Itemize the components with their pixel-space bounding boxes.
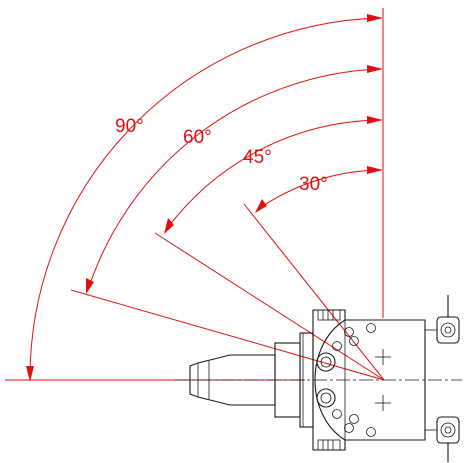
arc-90 [29, 17, 381, 379]
arc-60-arrow-top [367, 65, 383, 73]
arc-45 [165, 119, 381, 231]
arc-90-arrow-top [367, 14, 383, 22]
bolt-lower [316, 388, 336, 408]
label-30: 30° [299, 174, 328, 195]
radial-line-60 [70, 289, 385, 381]
radial-line-45 [154, 232, 385, 381]
label-90: 90° [115, 116, 144, 137]
radial-line-30 [243, 203, 385, 381]
label-45: 45° [243, 147, 272, 168]
arc-30 [256, 169, 381, 211]
arc-45-arrow-top [367, 116, 383, 124]
tool-holder [175, 295, 462, 462]
clamp-top [436, 316, 460, 344]
bolt-upper [316, 352, 336, 372]
label-60: 60° [183, 127, 212, 148]
arc-30-arrow-top [367, 166, 383, 174]
arc-60 [87, 68, 381, 291]
clamp-bottom [436, 416, 460, 444]
arc-90-arrow-bottom [26, 366, 34, 382]
arc-60-arrow-bottom [86, 278, 94, 294]
arc-45-arrow-bottom [164, 218, 174, 234]
arc-30-arrow-bottom [255, 199, 267, 213]
